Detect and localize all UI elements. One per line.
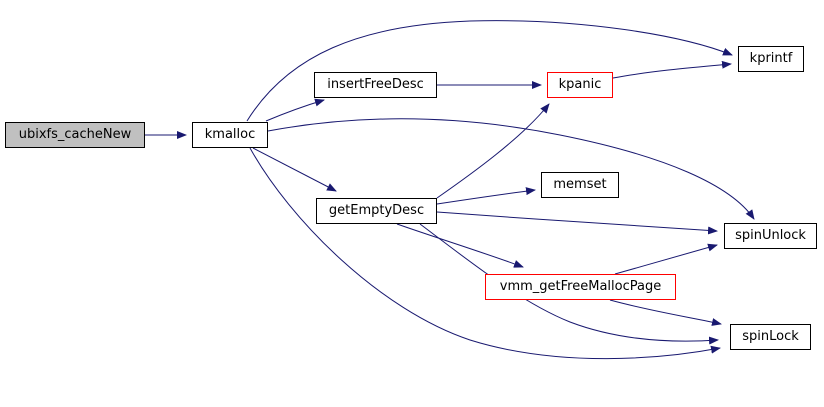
edge-kmalloc-spinUnlock <box>267 118 755 220</box>
edge-getEmptyDesc-memset <box>436 187 536 205</box>
edge-vmm_getFreeMallocPage-spinUnlock <box>614 243 718 275</box>
node-spinLock[interactable]: spinLock <box>730 324 811 350</box>
node-kpanic[interactable]: kpanic <box>547 72 613 98</box>
node-memset[interactable]: memset <box>541 172 619 198</box>
node-kmalloc-label: kmalloc <box>204 127 256 142</box>
node-kpanic-label: kpanic <box>558 77 602 92</box>
node-vmm_getFreeMallocPage-label: vmm_getFreeMallocPage <box>499 279 662 294</box>
edge-getEmptyDesc-vmm_getFreeMallocPage <box>396 223 524 268</box>
edge-kpanic-kprintf <box>612 60 732 79</box>
edge-kmalloc-kprintf <box>246 20 733 122</box>
node-getEmptyDesc-label: getEmptyDesc <box>328 203 425 218</box>
edge-kmalloc-spinLock <box>249 147 721 360</box>
node-ubixfs_cacheNew: ubixfs_cacheNew <box>5 122 145 148</box>
node-spinUnlock[interactable]: spinUnlock <box>724 223 817 249</box>
edge-vmm_getFreeMallocPage-spinLock <box>609 299 722 326</box>
node-vmm_getFreeMallocPage[interactable]: vmm_getFreeMallocPage <box>485 274 676 300</box>
node-kprintf-label: kprintf <box>749 51 793 66</box>
edge-getEmptyDesc-kpanic <box>436 103 550 199</box>
node-insertFreeDesc[interactable]: insertFreeDesc <box>314 72 437 98</box>
node-memset-label: memset <box>553 177 607 192</box>
node-insertFreeDesc-label: insertFreeDesc <box>327 77 424 92</box>
node-ubixfs_cacheNew-label: ubixfs_cacheNew <box>18 127 132 142</box>
edge-kmalloc-getEmptyDesc <box>252 147 337 192</box>
node-spinLock-label: spinLock <box>742 329 799 344</box>
node-getEmptyDesc[interactable]: getEmptyDesc <box>316 198 437 224</box>
edge-getEmptyDesc-spinLock <box>419 223 719 345</box>
node-kprintf[interactable]: kprintf <box>738 46 804 72</box>
node-kmalloc[interactable]: kmalloc <box>192 122 268 148</box>
node-spinUnlock-label: spinUnlock <box>735 228 806 243</box>
edge-kmalloc-insertFreeDesc <box>265 98 325 122</box>
edge-getEmptyDesc-spinUnlock <box>436 211 718 235</box>
